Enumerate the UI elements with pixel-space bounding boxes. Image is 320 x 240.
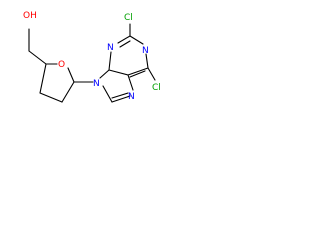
nitrogen-label-n9: N [93,79,100,89]
atom-labels: OH O N N N N Cl Cl [23,11,161,102]
bonds [28,23,156,103]
bond-c8-n7-double [111,92,129,99]
bond-c3-c4 [39,63,47,94]
hydroxyl-label: OH [23,11,37,21]
bond-c6-c5-double [129,70,146,78]
bond-c4-n3 [108,51,112,71]
bond-c4-n9 [99,69,110,79]
bond-o-c1 [67,67,75,83]
bond-c2-c3 [39,92,63,103]
nitrogen-label-n3: N [107,43,114,53]
bond-c6-cl [147,67,156,81]
bond-ch2-c4 [28,50,47,65]
nitrogen-label-n1: N [142,46,149,56]
chlorine-label-c6: Cl [152,83,161,93]
bond-c5-c4 [108,69,129,76]
bond-c8-n7 [111,95,131,103]
bond-c1-c2 [61,81,75,103]
chlorine-label-c2: Cl [124,13,133,23]
molecule-structure-diagram: OH O N N N N Cl Cl [23,11,161,103]
bond-n1-c6 [145,53,149,69]
ring-oxygen-label: O [58,60,65,70]
bond-n3-c2 [117,35,131,44]
nitrogen-label-n7: N [128,92,135,102]
bond-n9-c8 [102,85,113,103]
bond-n3-c2-double [119,40,131,48]
bond-c2-n1 [129,35,144,45]
bond-c6-c5 [127,67,149,76]
bond-n7-c5 [127,74,134,91]
